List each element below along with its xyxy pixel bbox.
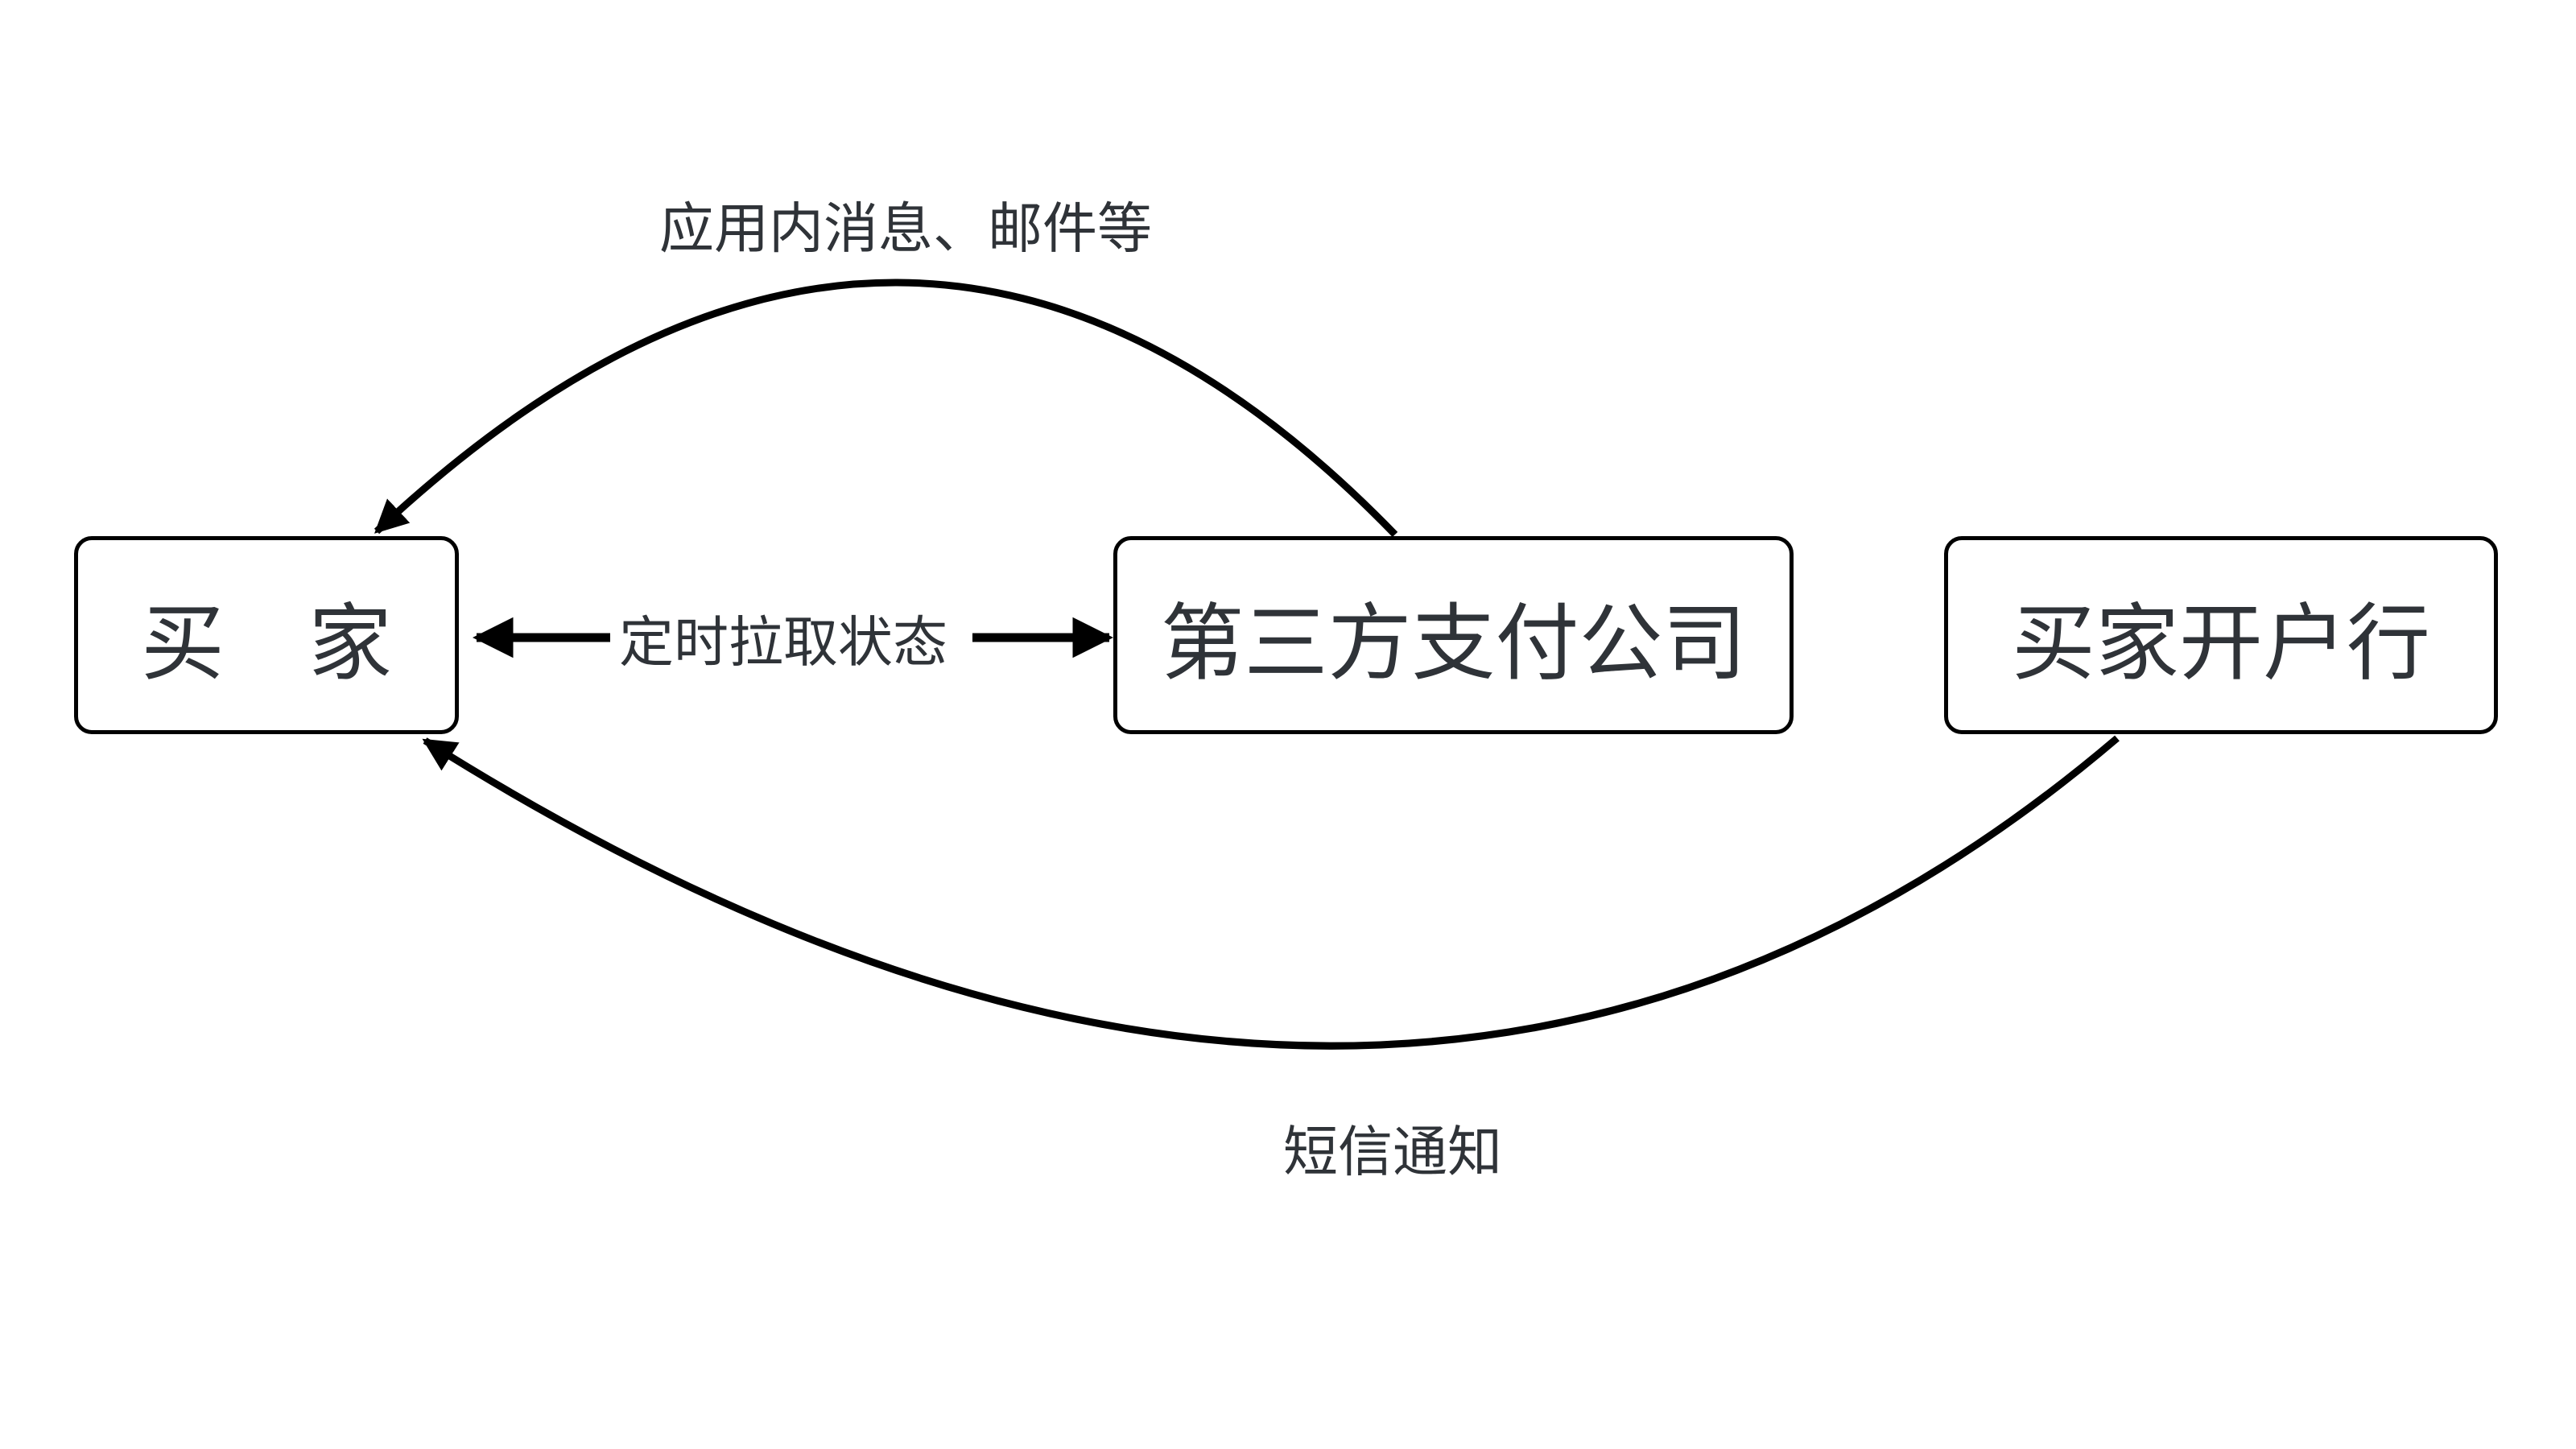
buyer-bank-node-label: 买家开户行 <box>2011 597 2430 691</box>
pull-status-edge-label: 定时拉取状态 <box>618 612 948 674</box>
sms-notify-arrow <box>422 735 2120 1050</box>
in-app-message-edge-label: 应用内消息、邮件等 <box>658 198 1153 260</box>
buyer-node-label: 买 家 <box>140 597 392 691</box>
third-party-payment-node: 第三方支付公司 <box>1113 536 1794 734</box>
sms-notify-edge-label: 短信通知 <box>1282 1121 1503 1183</box>
in-app-message-arrow <box>374 279 1398 538</box>
buyer-bank-node: 买家开户行 <box>1944 536 2498 734</box>
third-party-payment-node-label: 第三方支付公司 <box>1160 597 1747 691</box>
buyer-node: 买 家 <box>74 536 459 734</box>
